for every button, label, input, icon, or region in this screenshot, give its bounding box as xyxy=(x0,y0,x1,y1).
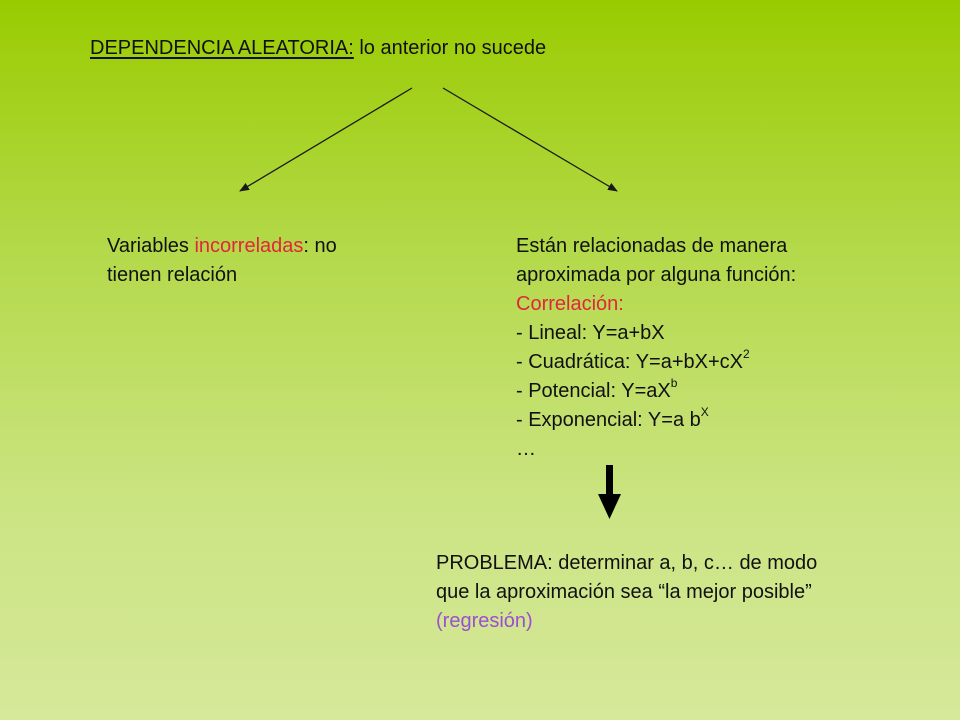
correlated-line-2: aproximada por alguna función: xyxy=(516,264,797,286)
problem-block: PROBLEMA: determinar a, b, c… de modo qu… xyxy=(436,549,906,636)
problem-line-2: que la aproximación sea “la mejor posibl… xyxy=(436,581,812,603)
correlated-block: Están relacionadas de manera aproximada … xyxy=(516,232,876,464)
function-item-superscript: b xyxy=(670,376,678,391)
function-item-superscript: X xyxy=(700,405,709,420)
function-item-text: - Potencial: Y=aX xyxy=(516,380,671,402)
arrow-right-branch xyxy=(442,87,618,192)
correlated-line-1: Están relacionadas de manera xyxy=(516,235,788,257)
heading-rest: lo anterior no sucede xyxy=(353,37,547,59)
problem-line-1: PROBLEMA: determinar a, b, c… de modo xyxy=(436,552,818,574)
function-item-text: - Exponencial: Y=a b xyxy=(516,409,701,431)
function-item-quadratic: - Cuadrática: Y=a+bX+cX2 xyxy=(516,348,876,377)
regression-term: (regresión) xyxy=(436,610,533,632)
function-list-ellipsis: … xyxy=(516,438,536,460)
heading-underlined-term: DEPENDENCIA ALEATORIA: xyxy=(90,37,354,59)
uncorrelated-block: Variables incorreladas: no tienen relaci… xyxy=(107,232,397,290)
arrow-down-bold xyxy=(598,465,621,519)
function-item-linear: - Lineal: Y=a+bX xyxy=(516,319,876,348)
arrow-left-branch xyxy=(239,87,413,192)
function-item-potential: - Potencial: Y=aXb xyxy=(516,377,876,406)
correlation-label: Correlación: xyxy=(516,293,624,315)
function-item-text: - Cuadrática: Y=a+bX+cX xyxy=(516,351,743,373)
slide-heading: DEPENDENCIA ALEATORIA: lo anterior no su… xyxy=(90,34,546,62)
function-item-superscript: 2 xyxy=(743,347,750,362)
uncorrelated-line-2: tienen relación xyxy=(107,264,238,286)
uncorrelated-text-post: : no xyxy=(303,235,337,257)
uncorrelated-text-pre: Variables xyxy=(107,235,195,257)
uncorrelated-line-1: Variables incorreladas: no xyxy=(107,232,397,261)
uncorrelated-term: incorreladas xyxy=(194,235,304,257)
function-item-exponential: - Exponencial: Y=a bX xyxy=(516,406,876,435)
function-item-text: - Lineal: Y=a+bX xyxy=(516,322,665,344)
